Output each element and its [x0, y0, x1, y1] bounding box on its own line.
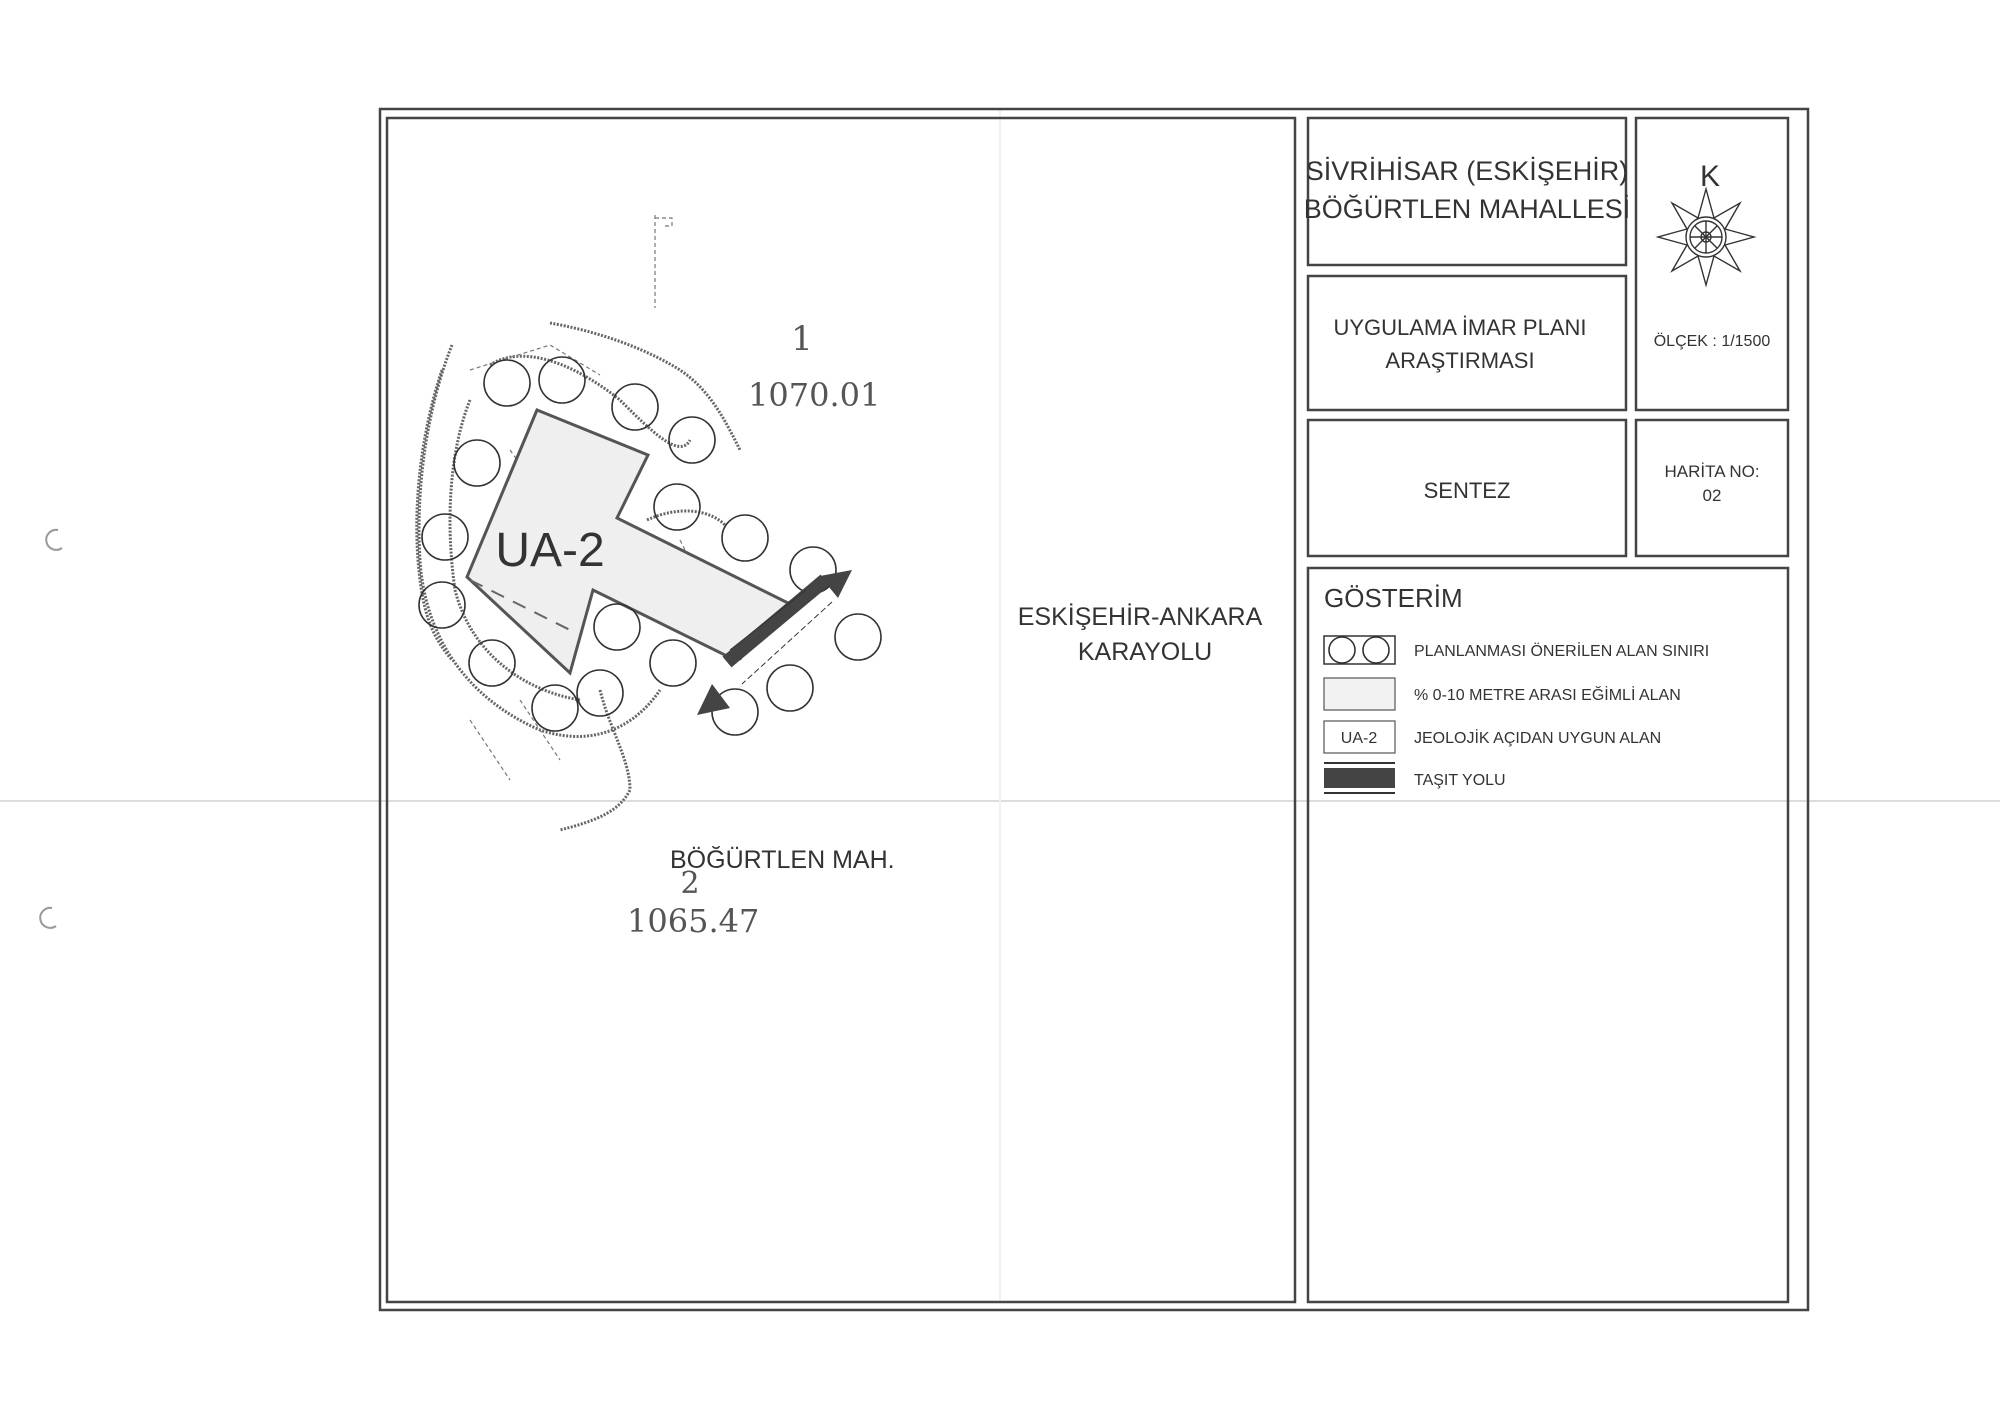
- contour-line: [646, 509, 727, 527]
- legend-item-road: TAŞIT YOLU: [1324, 762, 1506, 794]
- plan-box: [1306, 274, 1628, 412]
- ua2-swatch: [1323, 720, 1396, 754]
- legend-box: [1306, 566, 1790, 1304]
- contour-line: [549, 321, 742, 451]
- boundary-circle: [421, 513, 469, 561]
- circles-swatch: [1323, 635, 1396, 665]
- boundary-circle: [721, 514, 769, 562]
- boundary-circle: [593, 603, 641, 651]
- legend-item-geology: UA-2 JEOLOJİK AÇIDAN UYGUN ALAN: [1323, 720, 1661, 754]
- point1-id: 1: [791, 319, 813, 359]
- boundary-circle: [531, 684, 579, 732]
- legend-item-boundary: PLANLANMASI ÖNERİLEN ALAN SINIRI: [1323, 635, 1709, 665]
- boundary-circle: [649, 639, 697, 687]
- map-frame: [385, 116, 1297, 1304]
- north-scale-box: [1634, 116, 1790, 412]
- boundary-circle: [653, 483, 701, 531]
- map-type: SENTEZ: [1424, 478, 1511, 503]
- legend-title: GÖSTERİM: [1324, 583, 1463, 613]
- road-arrow: [697, 570, 852, 715]
- map-number-label: HARİTA NO:: [1664, 462, 1759, 481]
- boundary-circle: [611, 383, 659, 431]
- legend-item-slope: % 0-10 METRE ARASI EĞİMLİ ALAN: [1323, 677, 1681, 711]
- outer-frame: [378, 107, 1810, 1312]
- location-line1: SİVRİHİSAR (ESKİŞEHİR): [1306, 155, 1629, 186]
- contour-line: [448, 399, 581, 702]
- legend-label: TAŞIT YOLU: [1414, 772, 1506, 789]
- boundary-circle: [538, 356, 586, 404]
- map-type-box: [1306, 418, 1628, 558]
- contour-line: [415, 369, 454, 661]
- flag-marker: [654, 215, 673, 308]
- dark-road-swatch: [1324, 768, 1395, 788]
- location-line2: BÖĞÜRTLEN MAHALLESİ: [1304, 193, 1631, 224]
- boundary-circle: [453, 439, 501, 487]
- point1-elevation: 1070.01: [748, 376, 880, 414]
- map-number: 02: [1703, 486, 1722, 505]
- light-fill-swatch: [1323, 677, 1396, 711]
- road-name-line1: ESKİŞEHİR-ANKARA: [1018, 602, 1263, 631]
- boundary-circle: [766, 664, 814, 712]
- boundary-circle: [468, 639, 516, 687]
- planned-boundary-circles: [418, 356, 882, 736]
- location-box: [1306, 116, 1628, 267]
- boundary-circle: [483, 359, 531, 407]
- plan-line2: ARAŞTIRMASI: [1385, 348, 1534, 373]
- site-plan: UA-2 1 1070.01 2 1065.47 BÖĞÜRTLEN MAH. …: [415, 215, 1263, 940]
- road-name-line2: KARAYOLU: [1078, 638, 1212, 666]
- legend-label: JEOLOJİK AÇIDAN UYGUN ALAN: [1414, 728, 1661, 747]
- boundary-circle: [711, 688, 759, 736]
- punch-hole: [39, 906, 57, 929]
- neighborhood-label: BÖĞÜRTLEN MAH.: [670, 845, 895, 874]
- contour-line: [559, 689, 632, 832]
- scale-text: ÖLÇEK : 1/1500: [1654, 332, 1771, 350]
- boundary-circle: [418, 581, 466, 629]
- area-label: UA-2: [495, 524, 604, 577]
- contour-line: [417, 344, 662, 738]
- boundary-circle: [668, 416, 716, 464]
- point2-id: 2: [680, 866, 699, 901]
- punch-hole: [45, 528, 63, 551]
- plan-line1: UYGULAMA İMAR PLANI: [1333, 315, 1586, 340]
- north-label: K: [1700, 160, 1720, 193]
- north-arrow-icon: [1655, 186, 1757, 288]
- legend-label: PLANLANMASI ÖNERİLEN ALAN SINIRI: [1414, 641, 1709, 660]
- boundary-circle: [576, 669, 624, 717]
- legend-label: % 0-10 METRE ARASI EĞİMLİ ALAN: [1414, 685, 1681, 704]
- map-number-box: [1634, 418, 1790, 558]
- boundary-circle: [834, 613, 882, 661]
- point2-elevation: 1065.47: [627, 902, 759, 940]
- legend-symbol: UA-2: [1341, 730, 1378, 747]
